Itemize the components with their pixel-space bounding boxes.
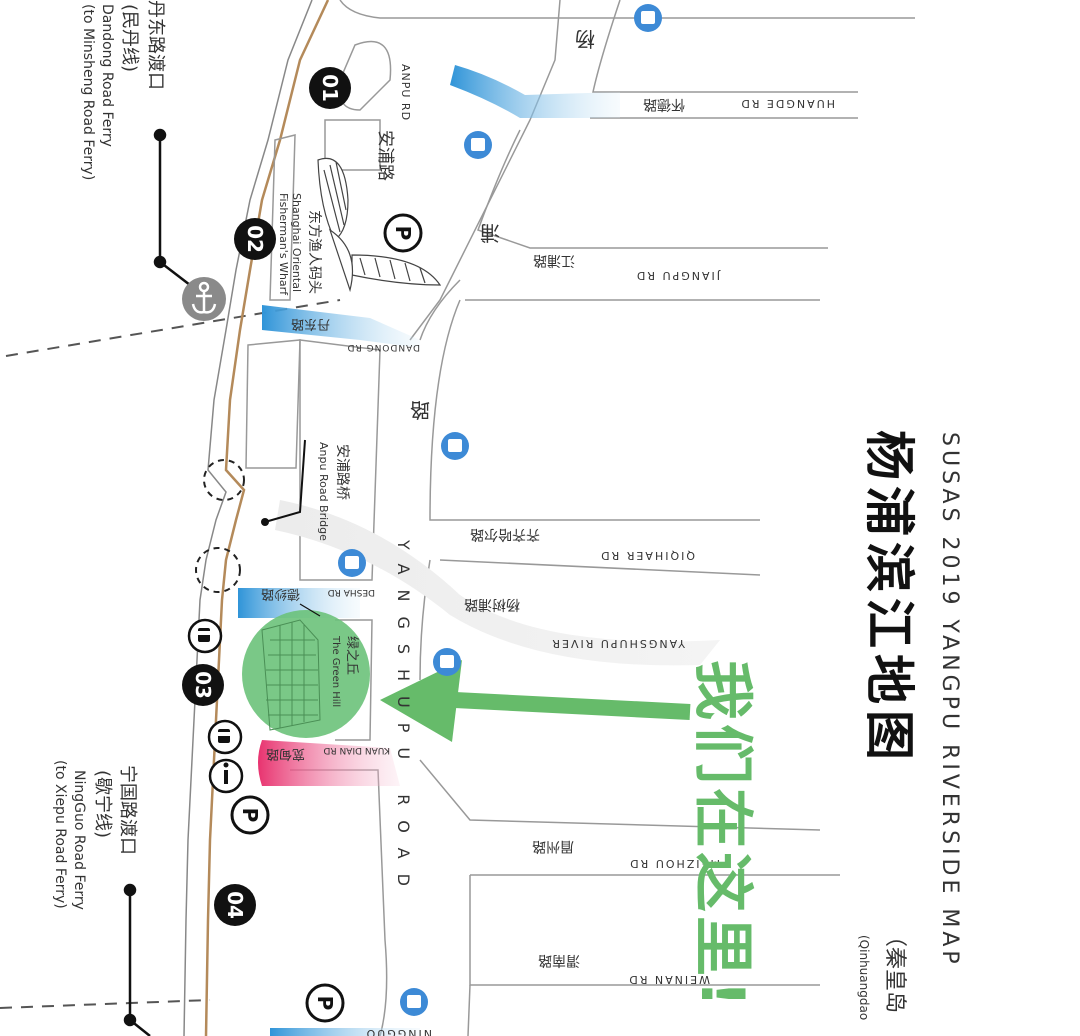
cafe-icon[interactable] [187, 618, 223, 654]
bus-icon [441, 432, 469, 460]
svg-text:WEINAN RD: WEINAN RD [627, 973, 710, 986]
here-arrow [380, 660, 691, 742]
dandong-road-highlight [262, 305, 420, 348]
bottom-en: (Qinhuangdao [857, 935, 871, 1020]
svg-text:DESHA RD: DESHA RD [328, 587, 375, 597]
svg-text:(to Minsheng Road Ferry): (to Minsheng Road Ferry) [80, 4, 96, 180]
svg-text:Fisherman's Wharf: Fisherman's Wharf [277, 193, 290, 296]
bus-icon [338, 549, 366, 577]
green-hill-area [242, 610, 370, 738]
wharf-label: 东方渔人码头 Shanghai Oriental Fisherman's Wha… [277, 193, 322, 296]
title-cn: 杨浦滨江地图 [860, 430, 918, 766]
svg-text:怀德路: 怀德路 [643, 96, 685, 112]
svg-text:宽甸路: 宽甸路 [266, 746, 305, 762]
svg-text:P: P [313, 996, 337, 1011]
marker-01[interactable]: 01 [309, 67, 351, 109]
svg-text:YANGSHUPU ROAD: YANGSHUPU ROAD [394, 539, 413, 901]
svg-text:江浦路: 江浦路 [533, 252, 575, 268]
svg-text:(民丹线): (民丹线) [119, 4, 140, 72]
map-title: 杨浦滨江地图 SUSAS 2019 YANGPU RIVERSIDE MAP （… [857, 430, 962, 1020]
marker-04-label: 04 [223, 891, 247, 919]
svg-text:宁国路渡口: 宁国路渡口 [117, 765, 138, 855]
svg-text:(to Xiepu Road Ferry): (to Xiepu Road Ferry) [52, 760, 68, 909]
kuandian-road-highlight [258, 740, 400, 786]
svg-text:The Green Hill: The Green Hill [330, 635, 341, 707]
svg-text:杨树浦路: 杨树浦路 [464, 596, 520, 612]
svg-text:DANDONG RD: DANDONG RD [347, 342, 420, 352]
bridge-label: 安浦路桥 Anpu Road Bridge [317, 442, 350, 541]
bottom-cn: （秦皇岛 [882, 925, 907, 1013]
we-are-here-text: 我们在这里! [687, 660, 757, 1011]
marker-02-label: 02 [243, 225, 267, 253]
city-blocks [245, 0, 915, 1036]
svg-text:KUAN DIAN RD: KUAN DIAN RD [323, 745, 390, 755]
marker-03-label: 03 [191, 671, 215, 699]
svg-text:绿之丘: 绿之丘 [344, 636, 359, 675]
road-labels: ANPU RD 安浦路 怀德路 HUANGDE RD 江浦路 JIANGPU R… [261, 27, 835, 1036]
svg-text:MEIZHOU RD: MEIZHOU RD [628, 857, 720, 870]
yangshupu-river-band [275, 500, 720, 666]
dashed-boundary-bottom [0, 999, 211, 1009]
svg-text:安浦路: 安浦路 [375, 130, 395, 181]
svg-text:NingGuo Road Ferry: NingGuo Road Ferry [71, 770, 87, 910]
svg-text:路: 路 [410, 398, 430, 422]
svg-text:德纱路: 德纱路 [261, 586, 300, 602]
bridge-leader-line [264, 439, 306, 523]
svg-text:眉州路: 眉州路 [532, 838, 574, 854]
cafe-icon-2[interactable] [207, 719, 243, 755]
svg-text:(歇宁线): (歇宁线) [92, 770, 113, 838]
marker-02[interactable]: 02 [234, 218, 276, 260]
ferry-label-dandong: 丹东路渡口 (民丹线) Dandong Road Ferry (to Minsh… [80, 0, 166, 180]
marker-03[interactable]: 03 [182, 664, 224, 706]
svg-text:渭南路: 渭南路 [538, 952, 580, 968]
river-area [0, 0, 260, 1036]
parking-icon-2[interactable]: P [230, 795, 270, 835]
bridge-circle-2 [195, 547, 241, 593]
bus-icon [464, 131, 492, 159]
bus-icon [433, 648, 461, 676]
svg-text:HUANGDE RD: HUANGDE RD [739, 97, 835, 110]
ferry-lines [123, 128, 191, 1036]
svg-text:杨: 杨 [575, 27, 595, 51]
wharf-building [317, 157, 442, 293]
svg-text:Anpu Road Bridge: Anpu Road Bridge [317, 442, 330, 541]
anchor-icon[interactable] [182, 277, 226, 321]
svg-text:东方渔人码头: 东方渔人码头 [306, 210, 322, 294]
svg-text:齐齐哈尔路: 齐齐哈尔路 [470, 526, 540, 542]
marker-04[interactable]: 04 [214, 884, 256, 926]
hill-leader-line [299, 603, 321, 617]
parking-icon[interactable]: P [383, 213, 423, 253]
marker-01-label: 01 [318, 74, 342, 102]
ferry-label-ningguo: 宁国路渡口 (歇宁线) NingGuo Road Ferry (to Xiepu… [52, 760, 138, 910]
title-en: SUSAS 2019 YANGPU RIVERSIDE MAP [937, 432, 962, 968]
riverbank-outline [183, 0, 313, 1036]
bus-icon [400, 988, 428, 1016]
desha-road-highlight [238, 588, 360, 618]
info-icon[interactable] [208, 758, 244, 794]
svg-text:QIQIHAER RD: QIQIHAER RD [599, 549, 695, 562]
svg-text:Shanghai Oriental: Shanghai Oriental [290, 193, 303, 292]
ningguo-road-highlight [270, 1028, 420, 1036]
bridge-circle-1 [203, 459, 245, 501]
svg-text:浦: 浦 [480, 221, 500, 245]
bus-icons[interactable] [338, 4, 662, 1016]
svg-text:P: P [238, 808, 262, 823]
huaide-road-highlight [450, 65, 620, 118]
svg-text:丹东路渡口: 丹东路渡口 [145, 0, 166, 90]
svg-text:YANGSHUPU RIVER: YANGSHUPU RIVER [550, 637, 686, 650]
hill-label: 绿之丘 The Green Hill [330, 635, 359, 707]
svg-text:安浦路桥: 安浦路桥 [334, 444, 350, 500]
svg-text:JIANGPU RD: JIANGPU RD [635, 269, 721, 282]
svg-text:P: P [391, 226, 415, 241]
svg-text:NINGGUO: NINGGUO [365, 1027, 432, 1036]
svg-text:丹东路: 丹东路 [291, 316, 330, 332]
parking-icon-3[interactable]: P [305, 983, 345, 1023]
bus-icon [634, 4, 662, 32]
svg-text:Dandong Road Ferry: Dandong Road Ferry [99, 4, 115, 147]
svg-text:ANPU RD: ANPU RD [399, 64, 412, 121]
